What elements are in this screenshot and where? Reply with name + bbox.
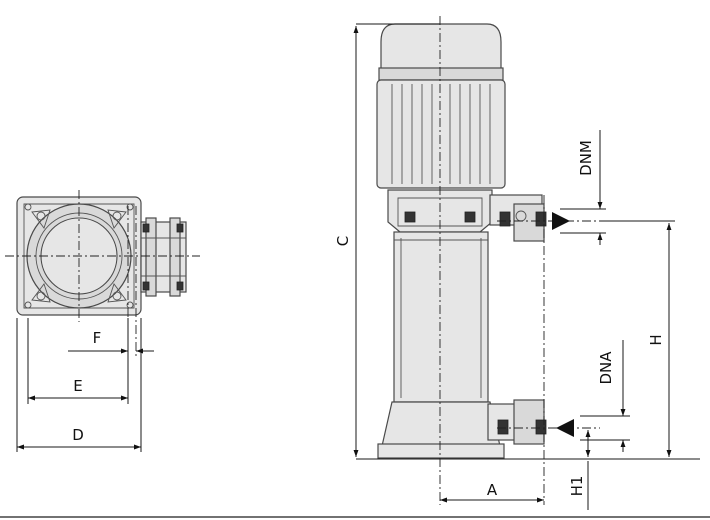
label-dna: DNA bbox=[597, 351, 615, 385]
pump-column bbox=[393, 231, 489, 403]
top-view-dimensions bbox=[16, 318, 154, 452]
base-plate bbox=[377, 443, 505, 459]
bolt-hole bbox=[36, 291, 46, 301]
pump-base-head bbox=[381, 401, 501, 447]
label-f: F bbox=[93, 329, 102, 347]
bolt-hole bbox=[36, 211, 46, 221]
side-view bbox=[376, 16, 600, 505]
label-h1: H1 bbox=[568, 476, 586, 497]
label-a: A bbox=[487, 481, 498, 499]
label-d: D bbox=[72, 426, 84, 444]
side-view-dimensions bbox=[353, 23, 700, 510]
bolt-hole bbox=[112, 211, 122, 221]
discharge-arrow-icon bbox=[552, 212, 570, 230]
label-e: E bbox=[73, 377, 82, 395]
top-view bbox=[5, 190, 200, 358]
motor-body bbox=[376, 79, 506, 189]
flow-arrows bbox=[552, 212, 574, 437]
label-h: H bbox=[647, 334, 665, 345]
label-c: C bbox=[334, 236, 352, 246]
label-dnm: DNM bbox=[577, 140, 595, 176]
bolt-hole bbox=[112, 291, 122, 301]
suction-arrow-icon bbox=[556, 419, 574, 437]
motor-fan-cover bbox=[380, 23, 502, 79]
